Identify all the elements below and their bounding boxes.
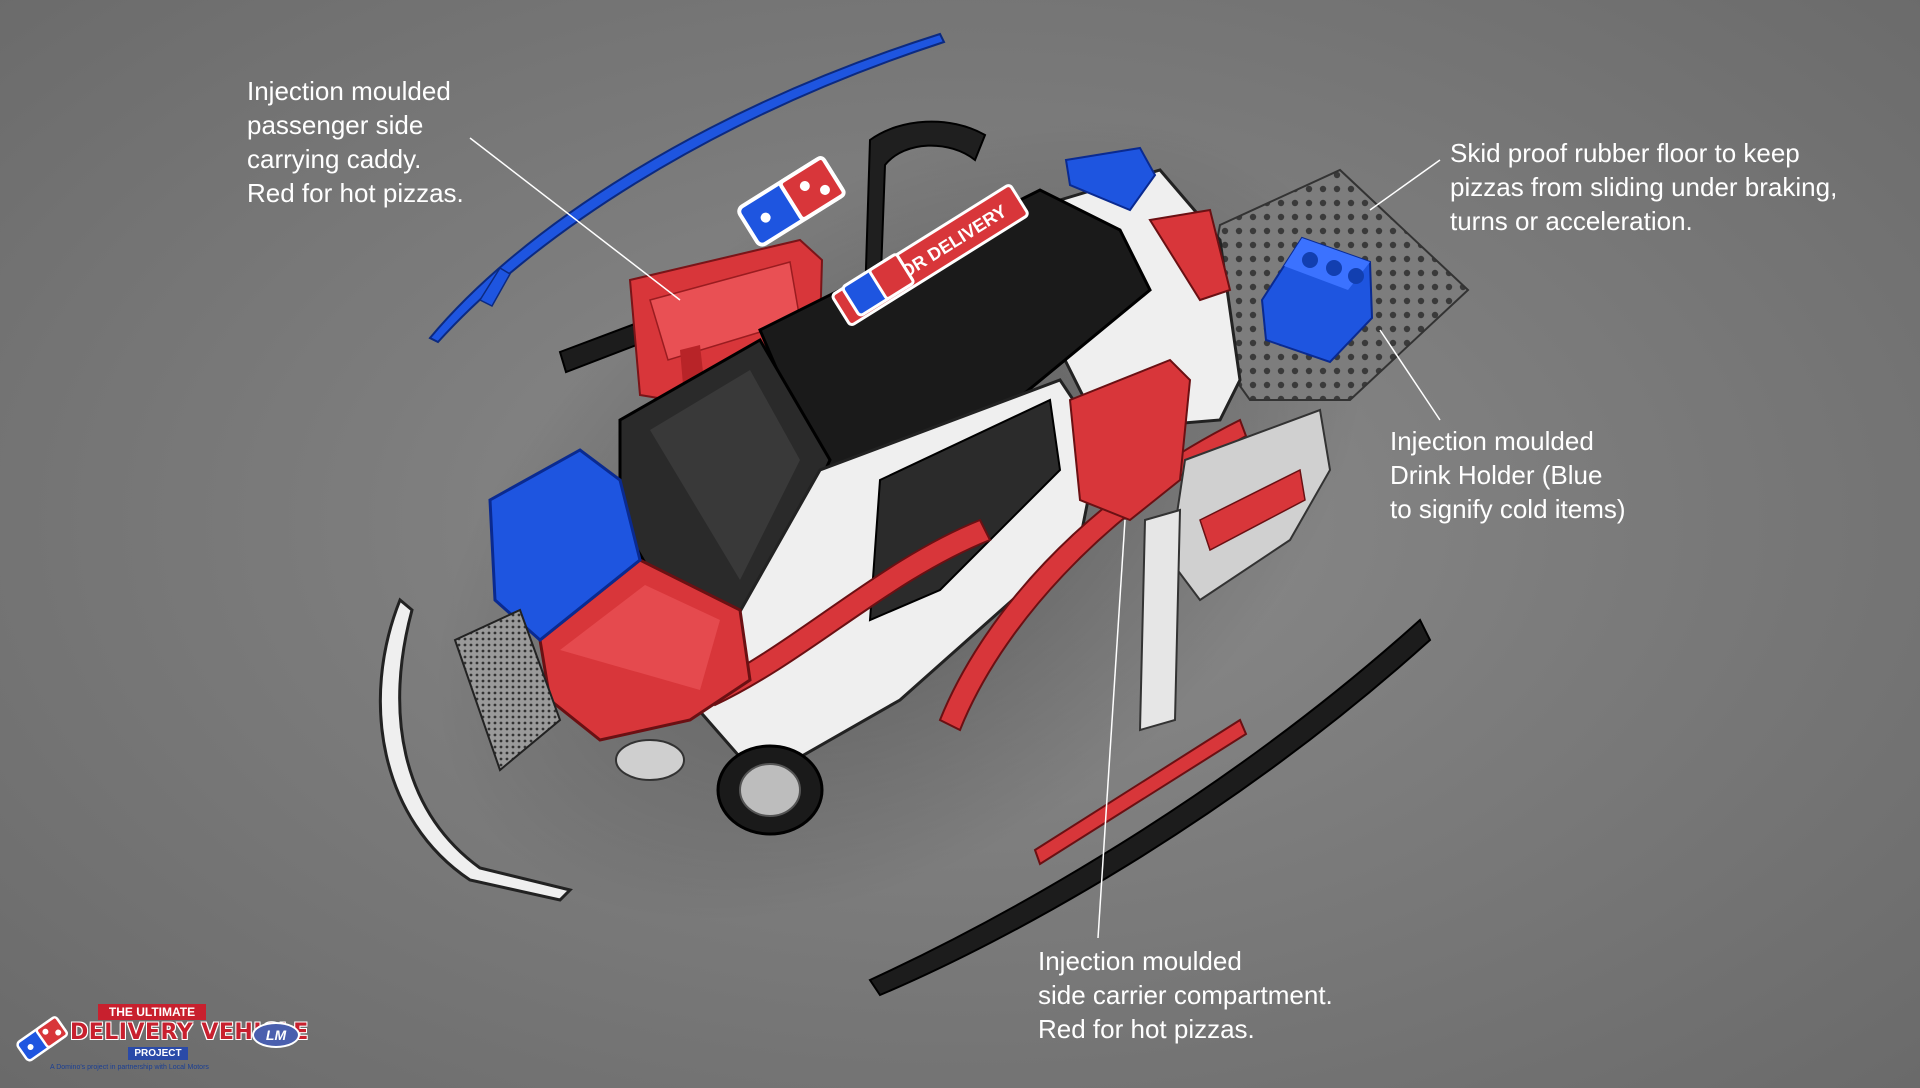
blue-drink-holder (1260, 236, 1374, 364)
leader-line-carrier (1097, 519, 1126, 939)
callout-line: Injection moulded (1038, 946, 1242, 976)
domino-logo-part (737, 156, 846, 247)
callout-drink-holder: Injection moulded Drink Holder (Blue to … (1390, 424, 1626, 526)
red-trim-strip (1033, 718, 1248, 866)
car-body (488, 146, 1248, 836)
project-logo: THE ULTIMATE DELIVERY VEHICLE PROJECT A … (10, 1002, 310, 1084)
callout-rubber-floor: Skid proof rubber floor to keep pizzas f… (1450, 136, 1837, 238)
callout-line: side carrier compartment. (1038, 980, 1333, 1010)
callout-line: Drink Holder (Blue (1390, 460, 1603, 490)
black-side-skirt-right (868, 618, 1432, 997)
callout-line: Injection moulded (247, 76, 451, 106)
red-side-carrier (1068, 358, 1192, 522)
grille-part (453, 608, 562, 772)
callout-line: pizzas from sliding under braking, (1450, 172, 1838, 202)
callout-passenger-caddy: Injection moulded passenger side carryin… (247, 74, 464, 210)
partner-logo: LM (252, 1022, 300, 1048)
callout-line: Red for hot pizzas. (1038, 1014, 1255, 1044)
callout-line: turns or acceleration. (1450, 206, 1693, 236)
callout-line: Red for hot pizzas. (247, 178, 464, 208)
leader-line-caddy (469, 137, 681, 301)
front-bumper-part (378, 597, 573, 902)
domino-logo-icon (16, 1016, 69, 1062)
callout-line: Injection moulded (1390, 426, 1594, 456)
logo-top-text: THE ULTIMATE (98, 1004, 206, 1020)
callout-line: carrying caddy. (247, 144, 422, 174)
logo-small-text: A Domino's project in partnership with L… (50, 1064, 209, 1071)
leader-line-drink (1379, 329, 1441, 421)
callout-line: to signify cold items) (1390, 494, 1626, 524)
callout-line: passenger side (247, 110, 424, 140)
callout-side-carrier: Injection moulded side carrier compartme… (1038, 944, 1333, 1046)
blue-spoiler-part (1064, 146, 1157, 212)
roof-domino-icon (841, 253, 915, 317)
blue-fender-part (488, 448, 642, 642)
leader-line-floor (1369, 159, 1441, 211)
logo-sub-text: PROJECT (128, 1047, 188, 1060)
callout-line: Skid proof rubber floor to keep (1450, 138, 1800, 168)
blue-roof-rail-part (428, 32, 946, 344)
